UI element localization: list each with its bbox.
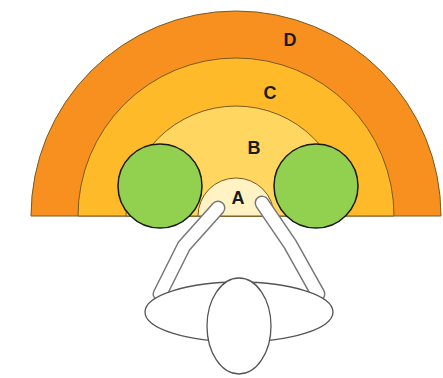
- band-label-holder: B: [248, 139, 261, 158]
- zone-letter: A: [232, 189, 245, 207]
- zone-letter: D: [284, 31, 297, 49]
- band-label-holder: C: [264, 84, 277, 103]
- left-circle: [118, 144, 202, 228]
- zone-band: A B C D: [31, 11, 441, 216]
- band-label-holder: D: [284, 31, 297, 50]
- zone-letter: B: [248, 139, 261, 157]
- zone-letter: C: [264, 84, 277, 102]
- right-arm-outline: [262, 203, 318, 294]
- right-arm: [262, 203, 318, 294]
- band-label-holder: A: [232, 189, 245, 208]
- left-arm-outline: [160, 208, 218, 294]
- head: [207, 278, 271, 374]
- band-outline: [31, 11, 441, 216]
- left-arm: [160, 208, 218, 294]
- person-figure: [145, 203, 333, 374]
- right-circle: [274, 144, 358, 228]
